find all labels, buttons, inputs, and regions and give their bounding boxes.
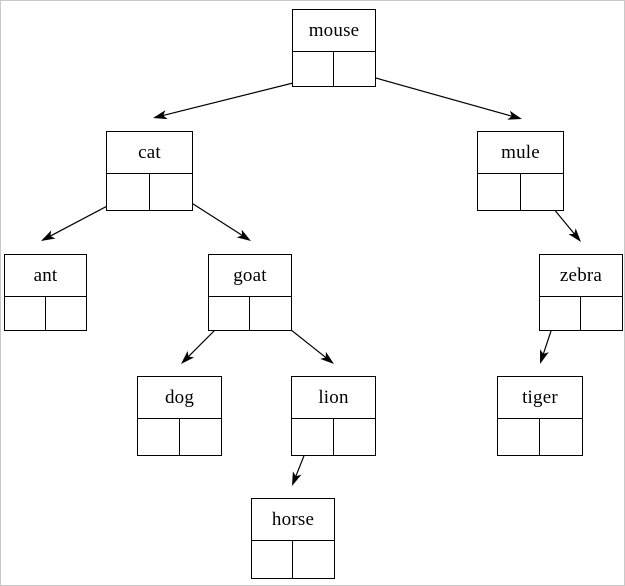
right-pointer-cell-mouse bbox=[334, 52, 375, 86]
right-pointer-cell-mule bbox=[521, 174, 564, 210]
right-pointer-cell-ant bbox=[46, 297, 87, 330]
left-pointer-cell-zebra bbox=[540, 297, 581, 330]
node-label-dog: dog bbox=[138, 377, 221, 419]
right-pointer-cell-horse bbox=[293, 541, 334, 578]
node-pointer-cells-ant bbox=[5, 297, 86, 330]
tree-node-cat: cat bbox=[106, 131, 193, 211]
node-pointer-cells-dog bbox=[138, 419, 221, 455]
left-pointer-cell-mouse bbox=[293, 52, 334, 86]
edge-arrowhead bbox=[568, 228, 581, 242]
node-label-lion: lion bbox=[292, 377, 375, 419]
node-label-zebra: zebra bbox=[540, 255, 622, 297]
right-pointer-cell-tiger bbox=[540, 419, 582, 455]
tree-node-zebra: zebra bbox=[539, 254, 623, 331]
left-pointer-cell-ant bbox=[5, 297, 46, 330]
node-pointer-cells-cat bbox=[107, 174, 192, 210]
right-pointer-cell-dog bbox=[180, 419, 222, 455]
node-label-horse: horse bbox=[252, 499, 334, 541]
tree-node-goat: goat bbox=[208, 254, 292, 331]
tree-node-tiger: tiger bbox=[497, 376, 583, 456]
tree-edge-mouse-mule bbox=[357, 72, 522, 120]
node-label-ant: ant bbox=[5, 255, 86, 297]
left-pointer-cell-mule bbox=[478, 174, 521, 210]
left-pointer-cell-goat bbox=[209, 297, 250, 330]
tree-node-lion: lion bbox=[291, 376, 376, 456]
edge-arrowhead bbox=[236, 229, 251, 241]
node-label-mule: mule bbox=[478, 132, 563, 174]
right-pointer-cell-goat bbox=[250, 297, 291, 330]
node-pointer-cells-lion bbox=[292, 419, 375, 455]
edge-arrowhead bbox=[41, 230, 56, 241]
node-label-tiger: tiger bbox=[498, 377, 582, 419]
edge-arrowhead bbox=[320, 351, 334, 364]
node-pointer-cells-mule bbox=[478, 174, 563, 210]
left-pointer-cell-lion bbox=[292, 419, 334, 455]
node-pointer-cells-zebra bbox=[540, 297, 622, 330]
edge-line bbox=[357, 72, 513, 117]
tree-node-dog: dog bbox=[137, 376, 222, 456]
node-pointer-cells-goat bbox=[209, 297, 291, 330]
node-label-mouse: mouse bbox=[293, 10, 375, 52]
right-pointer-cell-lion bbox=[334, 419, 376, 455]
left-pointer-cell-tiger bbox=[498, 419, 540, 455]
left-pointer-cell-dog bbox=[138, 419, 180, 455]
right-pointer-cell-zebra bbox=[581, 297, 622, 330]
left-pointer-cell-horse bbox=[252, 541, 293, 578]
node-pointer-cells-horse bbox=[252, 541, 334, 578]
tree-node-mule: mule bbox=[477, 131, 564, 211]
right-pointer-cell-cat bbox=[150, 174, 193, 210]
edge-arrowhead bbox=[153, 110, 168, 120]
tree-node-horse: horse bbox=[251, 498, 335, 579]
tree-node-ant: ant bbox=[4, 254, 87, 331]
edge-arrowhead bbox=[292, 471, 302, 486]
node-pointer-cells-mouse bbox=[293, 52, 375, 86]
edge-arrowhead bbox=[181, 350, 195, 364]
tree-node-mouse: mouse bbox=[292, 9, 376, 87]
left-pointer-cell-cat bbox=[107, 174, 150, 210]
edge-arrowhead bbox=[540, 349, 549, 364]
node-pointer-cells-tiger bbox=[498, 419, 582, 455]
node-label-goat: goat bbox=[209, 255, 291, 297]
node-label-cat: cat bbox=[107, 132, 192, 174]
edge-arrowhead bbox=[507, 110, 522, 120]
